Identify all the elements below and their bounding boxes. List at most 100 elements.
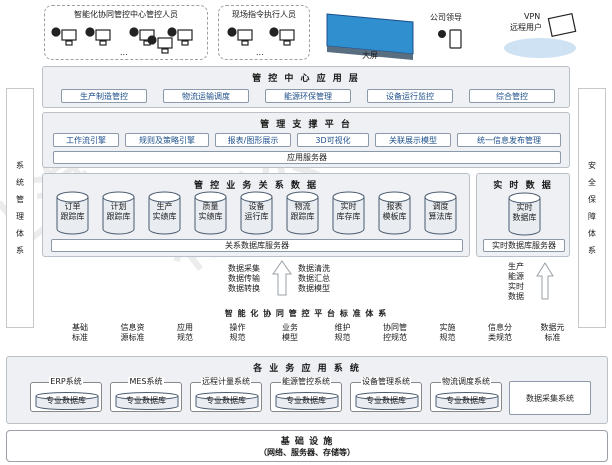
db-line1: 实时 (340, 202, 357, 211)
biz-system-label: 远程计量系统 (201, 377, 251, 386)
side-char: 理 (16, 212, 24, 221)
rt-database: 实时数据库 (507, 192, 542, 238)
support-item: 规则及策略引擎 (125, 133, 209, 147)
biz-database: 报表模板库 (377, 191, 412, 237)
biz-database: 物流跟踪库 (285, 191, 320, 237)
standard-item: 基础标准 (58, 323, 102, 343)
db-line2: 运行库 (244, 212, 269, 221)
bigscreen-icon (325, 12, 415, 62)
side-char: 障 (588, 212, 596, 221)
flow-text: 数据转换 (228, 284, 260, 293)
ellipsis: ... (120, 48, 128, 57)
db-line1: 计划 (110, 202, 127, 211)
professional-db: 专业数据库 (35, 392, 99, 410)
side-char: 保 (588, 195, 596, 204)
remote-user-label: 远程用户 (510, 23, 542, 32)
support-item: 工作流引擎 (53, 133, 119, 147)
ellipsis: ... (256, 48, 264, 57)
standard-item: 协同管控规范 (373, 323, 417, 343)
app-item: 物流运输调度 (163, 89, 249, 103)
workstation-icons-left: ... (48, 22, 208, 57)
std-line2: 模型 (282, 333, 298, 342)
support-item: 统一信息发布管理 (457, 133, 561, 147)
biz-database: 实时库存库 (331, 191, 366, 237)
db-line1: 生产 (156, 202, 173, 211)
biz-system-label: 能源管控系统 (281, 377, 331, 386)
app-item: 能源环保管理 (265, 89, 351, 103)
flow-text: 数据清洗 (298, 264, 330, 273)
professional-db: 专业数据库 (195, 392, 259, 410)
field-staff-label: 现场指令执行人员 (232, 10, 296, 19)
workstation-icon (227, 27, 295, 46)
biz-database: 计划跟踪库 (101, 191, 136, 237)
std-line2: 规范 (334, 333, 351, 342)
std-line1: 操作 (229, 323, 246, 332)
flow-text: 数据汇总 (298, 274, 330, 283)
std-line1: 实施 (439, 323, 456, 332)
flow-left-col2: 数据清洗 数据汇总 数据模型 (298, 264, 330, 294)
leader-label: 公司领导 (430, 13, 462, 22)
flow-text: 数据模型 (298, 284, 330, 293)
side-char: 全 (588, 178, 596, 187)
biz-database: 质量实绩库 (193, 191, 228, 237)
db-line1: 调度 (432, 202, 449, 211)
biz-system: 远程计量系统专业数据库 (190, 377, 262, 412)
std-line2: 标准 (72, 333, 88, 342)
biz-system: MES系统专业数据库 (110, 377, 182, 412)
support-layer-title: 管 理 支 撑 平 台 (260, 120, 352, 130)
std-line2: 控规范 (383, 333, 407, 342)
db-line2: 实绩库 (198, 212, 223, 221)
security-bar: 安 全 保 障 体 系 (578, 88, 606, 328)
rt-data-title: 实 时 数 据 (493, 181, 553, 191)
infra-subtitle: （网络、服务器、存储等） (259, 448, 355, 457)
rt-db-line1: 实时 (516, 203, 533, 212)
side-char: 系 (588, 246, 596, 255)
db-line2: 模板库 (382, 212, 407, 221)
side-char: 体 (16, 229, 24, 238)
tablet-user-icon (434, 26, 470, 52)
bigscreen-label: 大屏 (362, 51, 378, 60)
std-line1: 数据元 (540, 323, 565, 332)
professional-db: 专业数据库 (435, 392, 499, 410)
db-line2: 实绩库 (152, 212, 177, 221)
db-line2: 算法库 (428, 212, 453, 221)
relational-db-server: 关系数据库服务器 (51, 239, 463, 252)
biz-system-label: 设备管理系统 (361, 377, 411, 386)
flow-text: 实时 (508, 282, 524, 291)
professional-db: 专业数据库 (115, 392, 179, 410)
std-line1: 信息资 (120, 323, 145, 332)
professional-db: 专业数据库 (355, 392, 419, 410)
std-line1: 协同管 (383, 323, 407, 332)
std-line2: 规范 (439, 333, 456, 342)
flow-text: 生产 (508, 262, 524, 271)
std-line2: 源标准 (120, 333, 145, 342)
flow-text: 能源 (508, 272, 524, 281)
support-item: 关联展示模型 (375, 133, 451, 147)
flow-left-col1: 数据采集 数据传输 数据转换 (228, 264, 260, 294)
rt-db-server: 实时数据库服务器 (483, 239, 565, 252)
standard-item: 操作规范 (216, 323, 260, 343)
standard-item: 信息分类规范 (478, 323, 522, 343)
up-arrow-icon (536, 262, 554, 300)
standard-item: 信息资源标准 (111, 323, 155, 343)
workstation-icons-field: ... (224, 22, 308, 57)
support-layer: 管 理 支 撑 平 台 工作流引擎 规则及策略引擎 报表/图形展示 3D可视化 … (42, 112, 570, 168)
professional-db-label: 专业数据库 (286, 396, 326, 405)
db-line1: 订单 (64, 202, 81, 211)
flow-text: 数据采集 (228, 264, 260, 273)
std-line1: 基础 (72, 323, 88, 332)
app-item: 综合管控 (469, 89, 555, 103)
db-line2: 跟踪库 (60, 212, 85, 221)
biz-database: 订单跟踪库 (55, 191, 90, 237)
db-line2: 跟踪库 (106, 212, 131, 221)
side-char: 系 (16, 246, 24, 255)
side-char: 系 (16, 161, 24, 170)
biz-database: 设备运行库 (239, 191, 274, 237)
rt-data-panel: 实 时 数 据 实时数据库 实时数据库服务器 (476, 173, 570, 257)
std-line1: 信息分 (488, 323, 512, 332)
app-server: 应用服务器 (53, 151, 561, 164)
db-line1: 设备 (248, 202, 265, 211)
professional-db-label: 专业数据库 (46, 396, 86, 405)
biz-data-title: 管 控 业 务 关 系 数 据 (194, 181, 318, 191)
db-line1: 质量 (202, 202, 219, 211)
